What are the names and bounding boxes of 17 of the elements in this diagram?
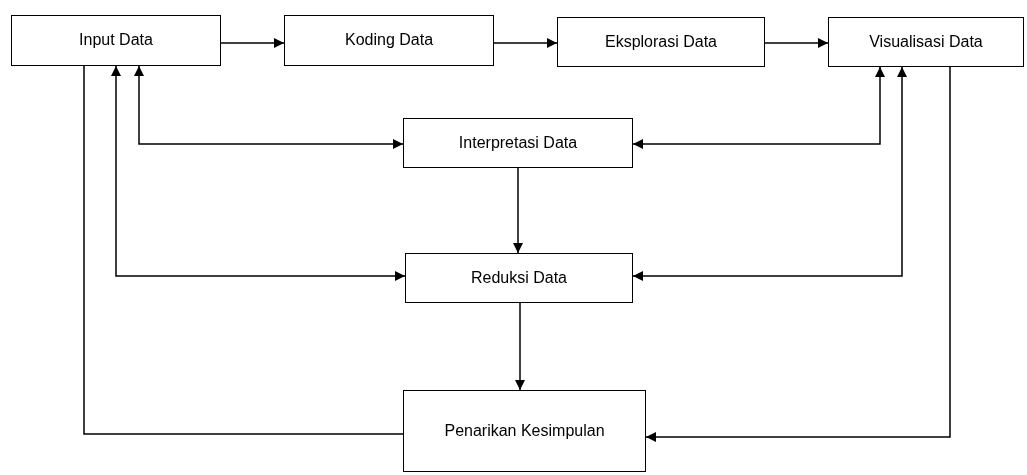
arrow xyxy=(632,66,907,281)
process-box: Penarikan Kesimpulan xyxy=(403,390,646,472)
arrow xyxy=(513,167,523,254)
arrow xyxy=(220,38,285,48)
arrow xyxy=(111,65,406,281)
process-box: Visualisasi Data xyxy=(828,17,1024,67)
arrow xyxy=(493,38,558,48)
process-box: Interpretasi Data xyxy=(403,118,633,168)
process-box: Input Data xyxy=(11,15,221,66)
process-box: Reduksi Data xyxy=(405,253,633,303)
arrow xyxy=(632,66,885,149)
arrow xyxy=(515,302,525,391)
arrow xyxy=(645,66,951,442)
process-box: Koding Data xyxy=(284,15,494,66)
arrow xyxy=(764,38,829,48)
arrow xyxy=(134,65,404,149)
process-box: Eksplorasi Data xyxy=(557,17,765,67)
